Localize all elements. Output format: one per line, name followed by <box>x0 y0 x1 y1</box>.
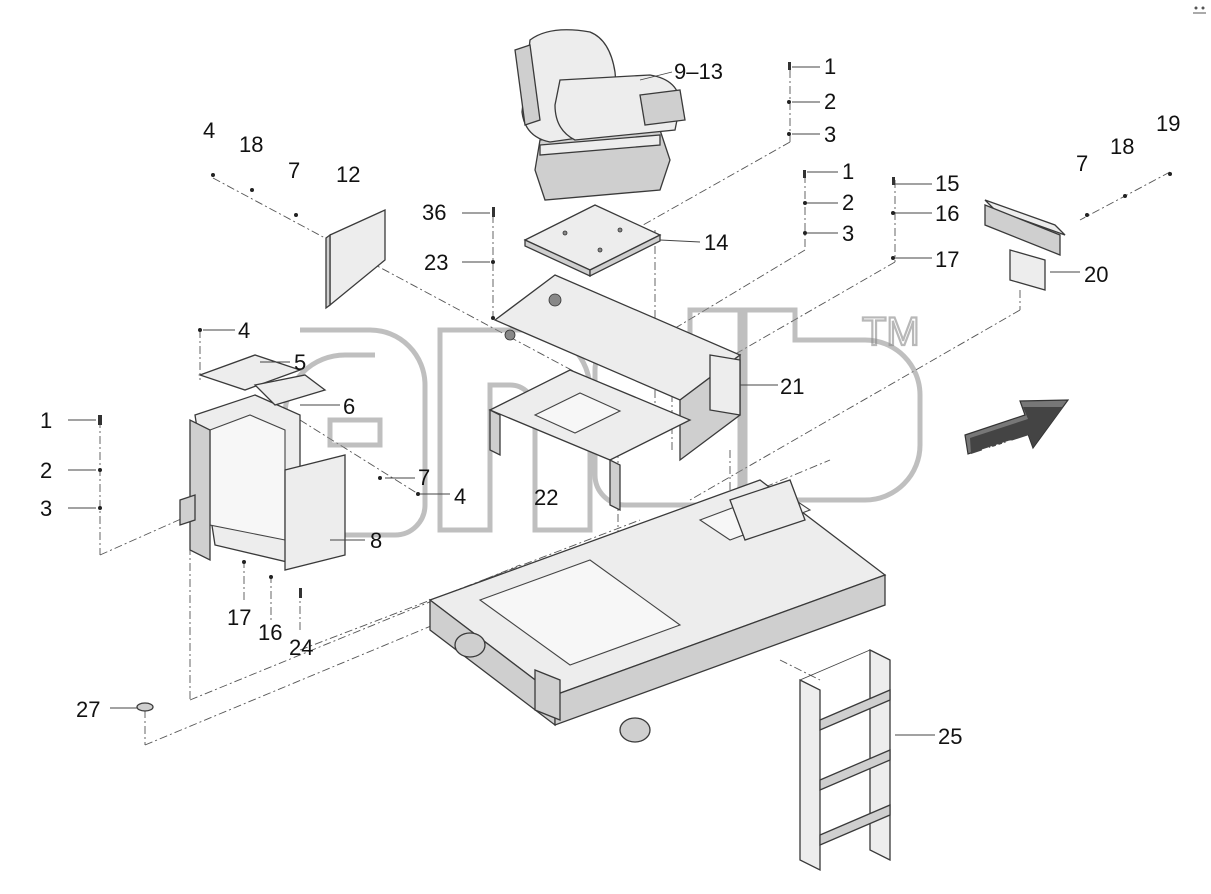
callout-label: 7 <box>1076 151 1088 176</box>
callout-label: 9–13 <box>674 59 723 84</box>
callout-label: 2 <box>824 89 836 114</box>
callout-label: 36 <box>422 200 446 225</box>
callout-label: 17 <box>935 247 959 272</box>
callout-label: 2 <box>842 190 854 215</box>
callout-label: 7 <box>418 465 430 490</box>
callout-label: 3 <box>40 496 52 521</box>
callout-label: 18 <box>1110 134 1134 159</box>
callout-label: 20 <box>1084 262 1108 287</box>
base-frame <box>428 479 887 743</box>
side-console <box>179 354 346 571</box>
callout-label: 25 <box>938 724 962 749</box>
forward-direction-arrow: FWD <box>964 399 1070 465</box>
callout-label: 15 <box>935 171 959 196</box>
callout-label: 4 <box>238 318 250 343</box>
callout-label: 1 <box>842 159 854 184</box>
callout-label: 6 <box>343 394 355 419</box>
watermark-tm: TM <box>862 310 920 354</box>
cap-27 <box>136 702 154 712</box>
side-panel-12 <box>325 208 386 310</box>
seat-support-frame <box>493 274 742 462</box>
callout-label: 18 <box>239 132 263 157</box>
callout-label: 16 <box>258 620 282 645</box>
callout-label: 21 <box>780 374 804 399</box>
callout-label: 4 <box>203 118 215 143</box>
callout-label: 16 <box>935 201 959 226</box>
callout-label: 14 <box>704 230 728 255</box>
step-bracket <box>984 199 1066 291</box>
callout-label: 1 <box>824 54 836 79</box>
callout-label: 2 <box>40 458 52 483</box>
callout-label: 5 <box>294 350 306 375</box>
callout-label: 3 <box>824 122 836 147</box>
mounting-bracket <box>488 369 692 512</box>
callout-label: 12 <box>336 162 360 187</box>
callout-label: 19 <box>1156 111 1180 136</box>
access-ladder <box>799 648 891 872</box>
operator-seat <box>514 29 686 201</box>
seat-plate <box>523 204 662 278</box>
fastener-dots <box>98 62 1172 598</box>
callout-labels: 9–13 1 2 3 1 2 3 15 16 17 19 18 7 20 4 1… <box>40 54 1180 749</box>
callout-label: 22 <box>534 485 558 510</box>
callout-label: 4 <box>454 484 466 509</box>
callout-label: 17 <box>227 605 251 630</box>
callout-label: 3 <box>842 221 854 246</box>
callout-label: 7 <box>288 158 300 183</box>
callout-label: 1 <box>40 408 52 433</box>
callout-label: 23 <box>424 250 448 275</box>
callout-label: 8 <box>370 528 382 553</box>
corner-marks <box>1193 6 1206 14</box>
callout-label: 24 <box>289 635 313 660</box>
callout-label: 27 <box>76 697 100 722</box>
callout-leaders <box>68 66 1080 736</box>
